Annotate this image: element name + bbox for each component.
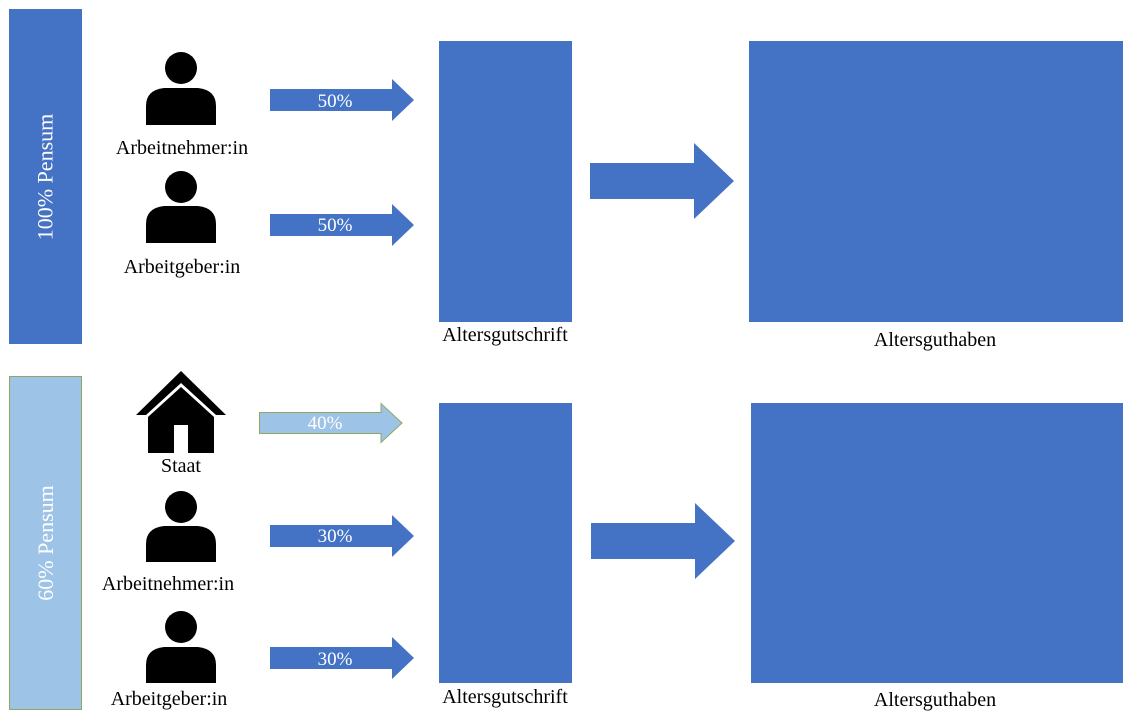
arrow-right-icon	[259, 402, 403, 444]
contributor-label-state: Staat	[161, 455, 201, 477]
pensum-label-bottom: 60% Pensum	[32, 485, 58, 601]
big-arrow-right-icon	[591, 503, 735, 579]
contributor-label-employer-top: Arbeitgeber:in	[123, 256, 241, 278]
arrow-right-icon	[270, 515, 414, 557]
pensum-bar-top: 100% Pensum	[9, 9, 82, 344]
person-icon	[146, 52, 216, 125]
arrow-right-icon	[270, 79, 414, 121]
balance-label-bottom: Altersguthaben	[873, 689, 997, 711]
contribution-percent: 30%	[317, 649, 353, 670]
contribution-percent: 40%	[307, 413, 343, 434]
credit-label-bottom: Altersgutschrift	[442, 686, 568, 708]
credit-label-top: Altersgutschrift	[442, 324, 568, 346]
balance-label-top: Altersguthaben	[873, 329, 997, 351]
contribution-percent: 50%	[317, 215, 353, 236]
contributor-label-employer-bottom: Arbeitgeber:in	[110, 688, 228, 710]
arrow-right-icon	[270, 637, 414, 679]
balance-box-bottom	[751, 403, 1123, 683]
balance-box-top	[749, 41, 1123, 322]
arrow-right-icon	[270, 204, 414, 246]
credit-box-top	[439, 41, 572, 322]
contribution-percent: 30%	[317, 526, 353, 547]
credit-box-bottom	[439, 403, 572, 683]
contributor-label-employee-top: Arbeitnehmer:in	[115, 137, 249, 159]
pensum-label-top: 100% Pensum	[32, 113, 58, 240]
contributor-label-employee-bottom: Arbeitnehmer:in	[101, 573, 235, 595]
person-icon	[146, 611, 216, 683]
house-icon	[136, 371, 226, 453]
person-icon	[146, 171, 216, 243]
pensum-bar-bottom: 60% Pensum	[9, 376, 82, 710]
person-icon	[146, 491, 216, 562]
contribution-percent: 50%	[317, 91, 353, 112]
big-arrow-right-icon	[590, 143, 734, 219]
